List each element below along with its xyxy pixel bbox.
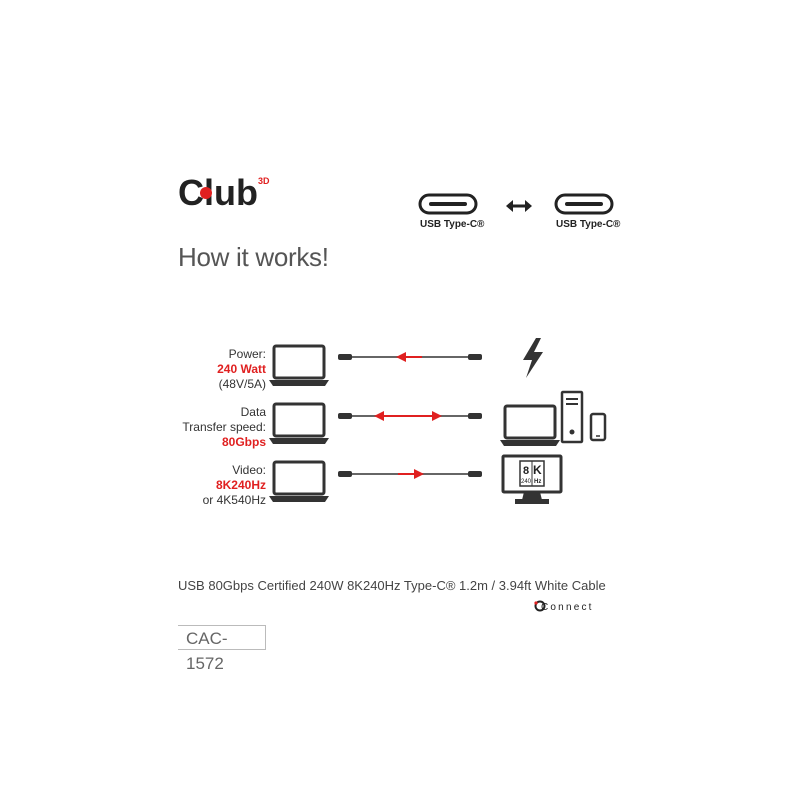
badge-top: 8 — [523, 465, 529, 477]
laptop-icon — [269, 344, 329, 386]
video-alt: or 4K540Hz — [202, 493, 266, 507]
smartphone-icon — [589, 412, 607, 442]
usb-c-port-right-icon — [554, 193, 614, 215]
monitor-icon: 8 K 240 Hz — [501, 454, 563, 504]
row-label-data: Data Transfer speed: 80Gbps — [176, 405, 266, 450]
connect-text: Connect — [541, 602, 594, 613]
lightning-bolt-icon — [523, 338, 543, 378]
cable-power-flow — [338, 352, 482, 362]
page-title: How it works! — [178, 242, 329, 272]
club3d-logo: Club 3D — [178, 172, 270, 213]
cable-data-flow — [338, 411, 482, 421]
data-subtitle: Transfer speed: — [182, 420, 266, 434]
logo-red-dot — [200, 187, 212, 199]
laptop-icon — [269, 460, 329, 502]
laptop-icon — [269, 402, 329, 444]
arrow-left-icon — [374, 411, 384, 421]
power-value: 240 Watt — [217, 362, 266, 376]
power-spec: (48V/5A) — [218, 377, 266, 391]
power-title: Power: — [228, 347, 266, 361]
sku-label: CAC-1572 — [178, 625, 266, 673]
8k-badge: 8 K 240 Hz — [519, 460, 545, 487]
bidirectional-arrow-icon — [506, 200, 532, 212]
usb-c-left-label: USB Type-C® — [420, 219, 485, 230]
row-label-video: Video: 8K240Hz or 4K540Hz — [176, 463, 266, 508]
logo-text: Club — [178, 172, 258, 213]
desktop-tower-icon — [560, 390, 584, 444]
arrow-right-icon — [432, 411, 442, 421]
laptop-icon — [500, 404, 560, 446]
cable-video-flow — [338, 469, 482, 479]
video-value: 8K240Hz — [215, 478, 266, 492]
arrow-right-icon — [414, 469, 424, 479]
data-title: Data — [240, 405, 266, 419]
logo-superscript: 3D — [258, 176, 270, 186]
video-title: Video: — [232, 463, 266, 477]
arrow-left-icon — [396, 352, 406, 362]
badge-bottom: 240 — [521, 479, 532, 485]
data-value: 80Gbps — [221, 435, 266, 449]
usb-c-port-left-icon — [418, 193, 478, 215]
devices-group-icon — [500, 390, 607, 446]
badge-big: K — [533, 463, 542, 477]
product-title: USB 80Gbps Certified 240W 8K240Hz Type-C… — [178, 578, 606, 593]
usb-c-right-label: USB Type-C® — [556, 219, 621, 230]
connect-brand-logo: Connect — [534, 600, 594, 613]
row-label-power: Power: 240 Watt (48V/5A) — [176, 347, 266, 392]
badge-hz: Hz — [534, 479, 541, 485]
